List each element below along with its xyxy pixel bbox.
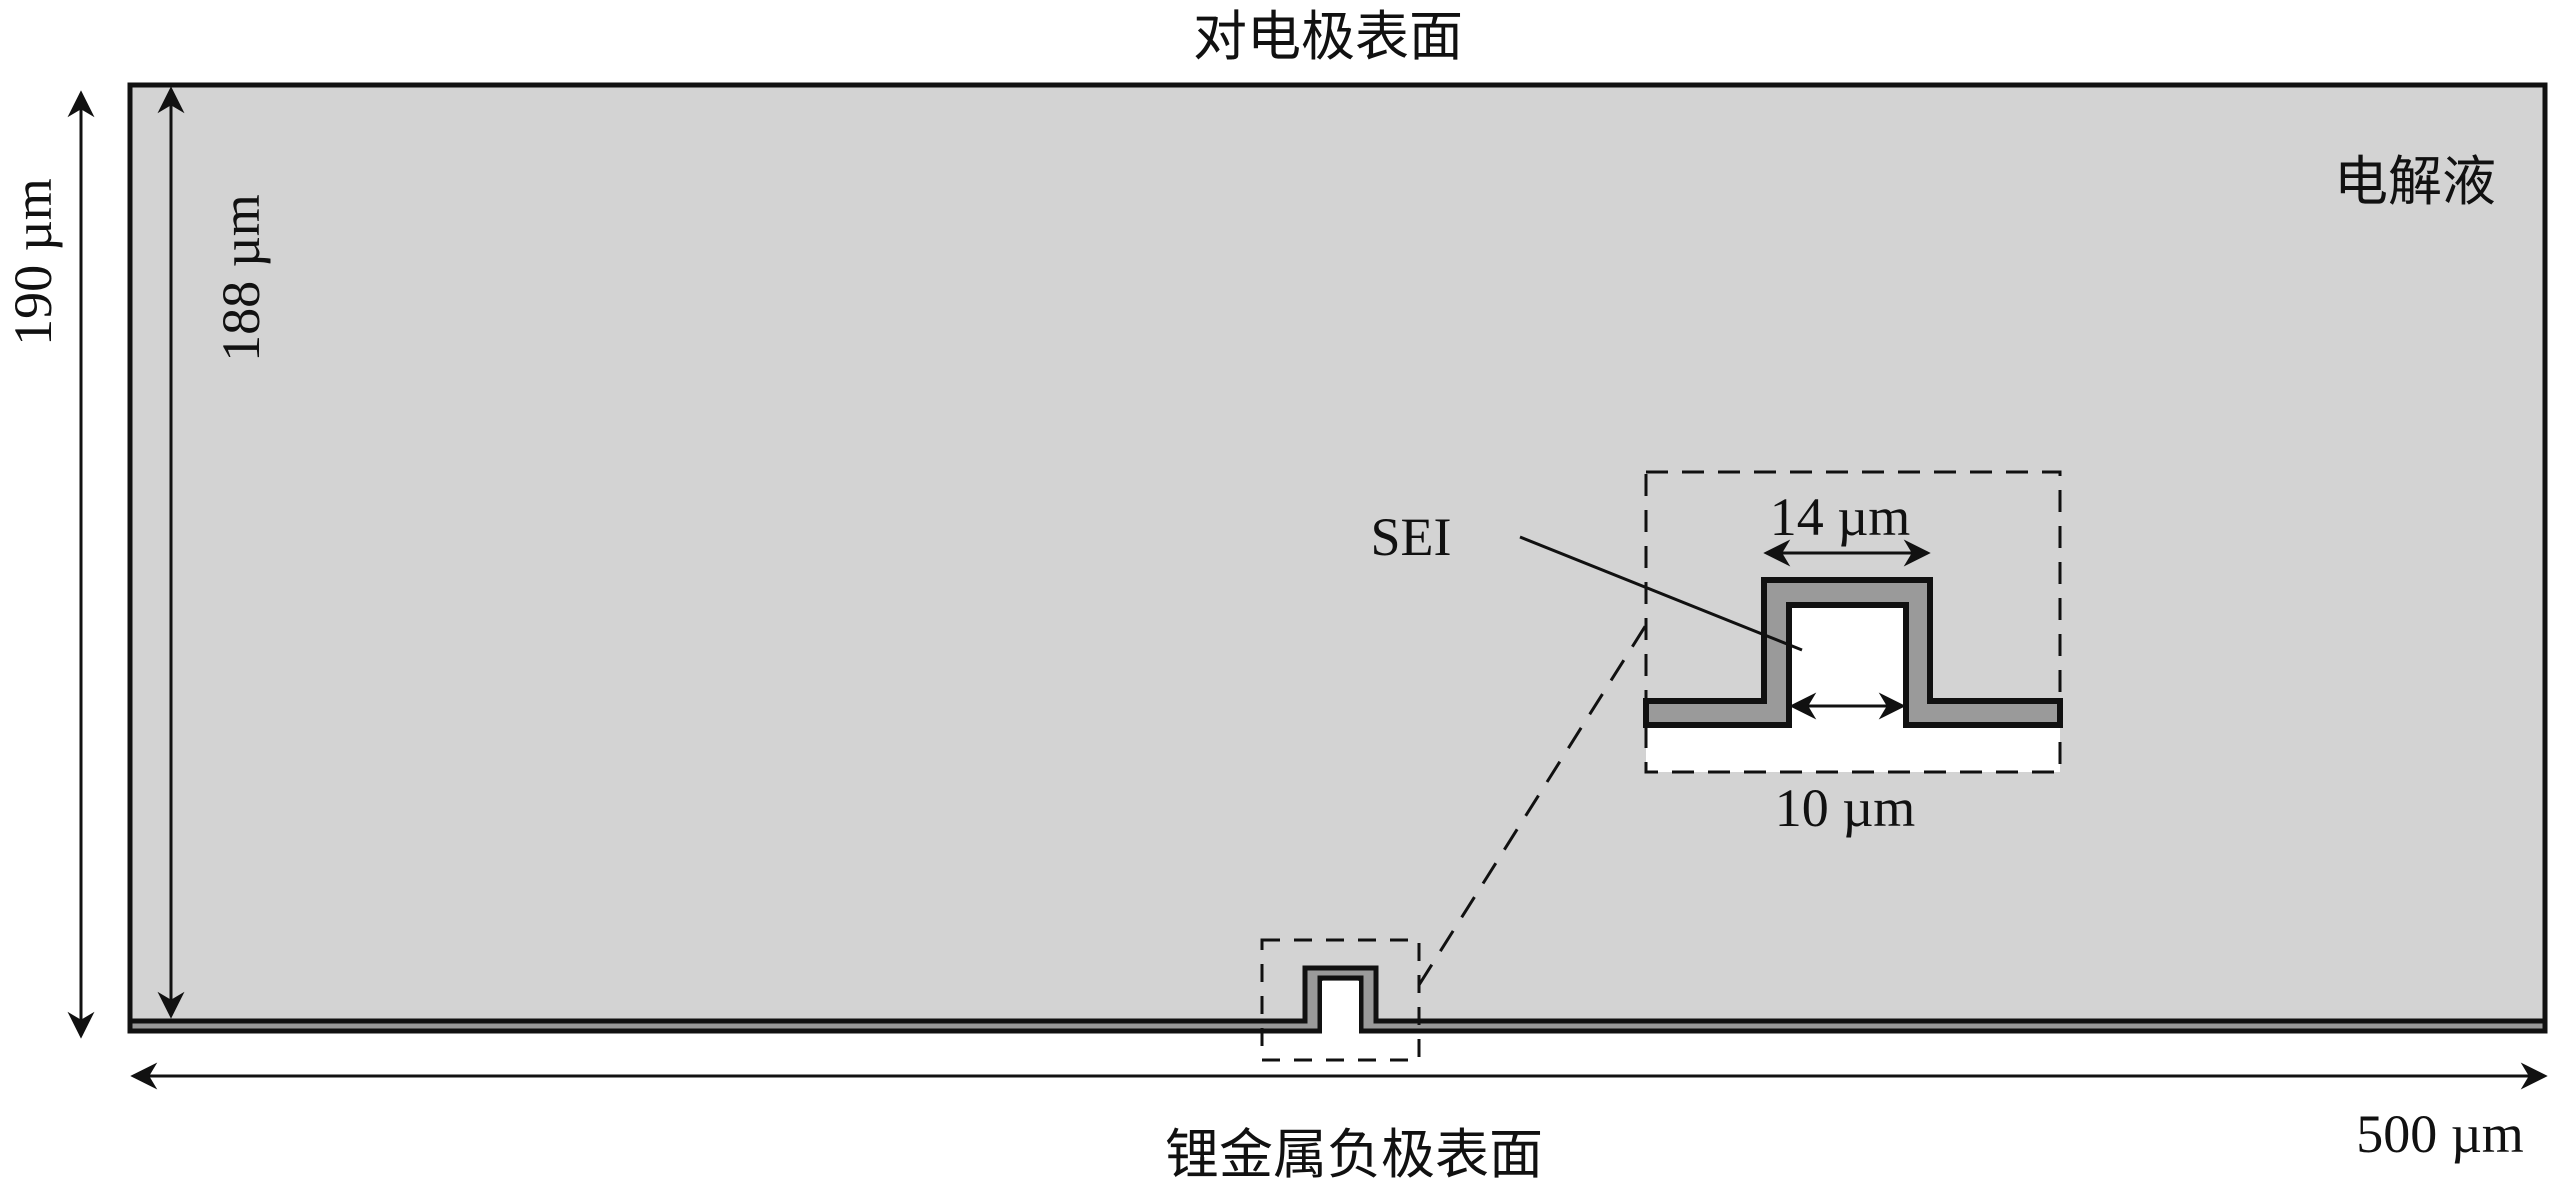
sei-leader-line xyxy=(1519,535,1803,652)
inner-width-label: 10 µm xyxy=(1775,778,1916,838)
width-label: 500 µm xyxy=(2356,1104,2524,1164)
counter-electrode-label: 对电极表面 xyxy=(1193,7,1463,67)
inset-dashed-box xyxy=(1644,470,2062,774)
zoom-region-box xyxy=(1260,938,1421,1062)
anode-surface-label: 锂金属负极表面 xyxy=(1165,1125,1543,1185)
anode-surface-small xyxy=(127,965,2548,1036)
electrolyte-label: 电解液 xyxy=(2334,152,2496,212)
total-height-label: 190 µm xyxy=(3,178,63,346)
sei-label: SEI xyxy=(1371,507,1452,567)
electrolyte-domain xyxy=(127,82,2548,1030)
zoom-connector-line xyxy=(1417,624,1648,986)
domain-height-label: 188 µm xyxy=(211,194,271,362)
outer-width-label: 14 µm xyxy=(1770,487,1911,547)
